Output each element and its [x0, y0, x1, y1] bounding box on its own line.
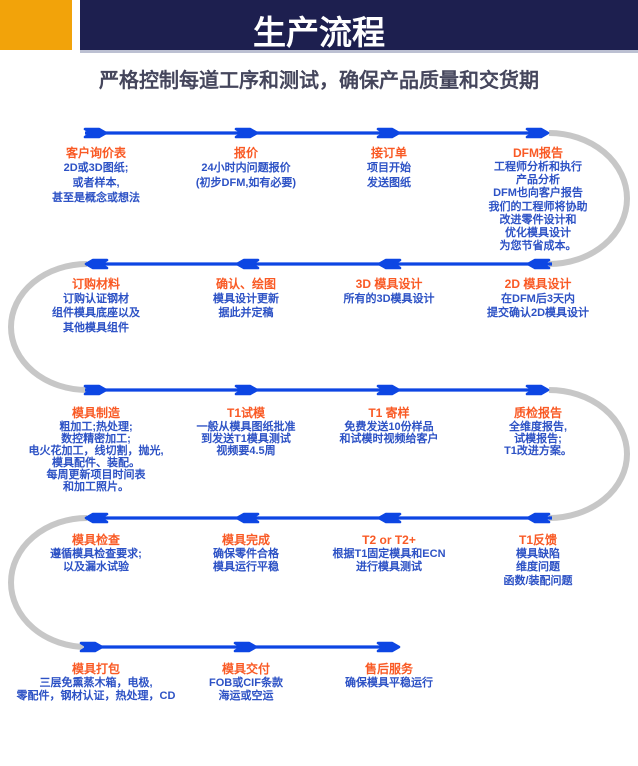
arrow-right-icon	[376, 127, 401, 139]
arrow-left-icon	[526, 258, 551, 270]
step-title: 模具完成	[221, 533, 270, 547]
arrow-left-icon	[235, 258, 260, 270]
arrow-left-icon	[377, 512, 402, 524]
step-title: 3D 模具设计	[355, 277, 423, 291]
step-desc: 订购认证钢材 组件模具底座以及 其他模具组件	[52, 293, 140, 334]
step-title: 接订单	[370, 146, 407, 160]
step-desc: 2D或3D图纸; 或者样本, 甚至是概念或想法	[52, 162, 140, 204]
step-dfm-report: DFM报告 工程师分析和执行 产品分析 DFM也向客户报告 我们的工程师将协助 …	[428, 146, 638, 253]
page-title: 生产流程	[253, 14, 385, 51]
step-desc: 24小时内问题报价 (初步DFM,如有必要)	[195, 162, 297, 189]
step-t2-test: T2 or T2+ 根据T1固定模具和ECN 进行模具测试	[279, 533, 499, 575]
header-accent-block	[0, 0, 72, 50]
step-t1-trial: T1试模 一般从模具图纸批准 到发送T1模具测试 视频要4.5周	[136, 406, 356, 457]
step-quotation: 报价 24小时内问题报价 (初步DFM,如有必要)	[136, 146, 356, 191]
arrow-right-icon	[79, 641, 104, 653]
step-title: 确认、绘图	[215, 277, 276, 291]
flow-arrows	[79, 127, 551, 653]
step-desc: 三层免熏蒸木箱，电极, 零配件，钢材认证，热处理，CD	[16, 677, 176, 702]
step-confirm-drawing: 确认、绘图 模具设计更新 据此并定稿	[136, 277, 356, 321]
step-order: 接订单 项目开始 发送图纸	[279, 146, 499, 191]
step-3d-mold-design: 3D 模具设计 所有的3D模具设计	[279, 277, 499, 306]
header-bar	[80, 0, 638, 53]
arrow-right-icon	[525, 384, 550, 396]
step-desc: 所有的3D模具设计	[343, 293, 435, 305]
step-desc: 确保模具平稳运行	[345, 677, 433, 689]
step-desc: 一般从模具图纸批准 到发送T1模具测试 视频要4.5周	[196, 421, 296, 458]
step-title: T1反馈	[518, 533, 557, 547]
arrow-left-icon	[84, 512, 109, 524]
step-desc: FOB或CIF条款 海运或空运	[209, 677, 283, 702]
arrow-left-icon	[235, 512, 260, 524]
flow-curves	[8, 130, 630, 650]
arrow-right-icon	[376, 384, 401, 396]
step-title: T2 or T2+	[362, 533, 416, 547]
arrow-left-icon	[526, 512, 551, 524]
step-mold-packing: 模具打包 三层免熏蒸木箱，电极, 零配件，钢材认证，热处理，CD	[0, 662, 206, 703]
arrow-right-icon	[376, 641, 401, 653]
step-desc: 项目开始 发送图纸	[367, 162, 411, 189]
step-t1-samples: T1 寄样 免费发送10份样品 和试模时视频给客户	[279, 406, 499, 445]
arrow-right-icon	[83, 127, 108, 139]
arrow-right-icon	[234, 127, 259, 139]
arrow-left-icon	[84, 258, 109, 270]
step-title: 2D 模具设计	[504, 277, 572, 291]
flow-curve-right-2	[548, 387, 630, 521]
step-mold-finish: 模具完成 确保零件合格 模具运行平稳	[136, 533, 356, 575]
step-title: 模具交付	[221, 662, 270, 676]
step-2d-mold-design: 2D 模具设计 在DFM后3天内 提交确认2D模具设计	[428, 277, 638, 321]
step-desc: 免费发送10份样品 和试模时视频给客户	[339, 421, 439, 446]
step-after-sales: 售后服务 确保模具平稳运行	[279, 662, 499, 690]
step-order-material: 订购材料 订购认证钢材 组件模具底座以及 其他模具组件	[0, 277, 206, 335]
step-quality-report: 质检报告 全维度报告, 试模报告; T1改进方案。	[428, 406, 638, 457]
step-mold-making: 模具制造 粗加工;热处理; 数控精密加工; 电火花加工，线切割，抛光, 模具配件…	[0, 406, 206, 494]
step-title: 质检报告	[513, 406, 562, 420]
step-title: T1 寄样	[368, 406, 410, 420]
step-customer-inquiry: 客户询价表 2D或3D图纸; 或者样本, 甚至是概念或想法	[0, 146, 206, 206]
arrow-right-icon	[83, 384, 108, 396]
step-mold-inspection: 模具检查 遵循模具检查要求; 以及漏水试验	[0, 533, 206, 575]
step-title: 模具制造	[71, 406, 120, 420]
arrow-right-icon	[233, 641, 258, 653]
page-subtitle: 严格控制每道工序和测试，确保产品质量和交货期	[99, 70, 539, 92]
step-desc: 在DFM后3天内 提交确认2D模具设计	[486, 293, 590, 320]
step-title: DFM报告	[513, 146, 563, 160]
step-desc: 遵循模具检查要求; 以及漏水试验	[50, 548, 142, 574]
flow-curve-right-1	[548, 130, 630, 267]
flow-curve-left-1	[8, 261, 88, 393]
step-desc: 根据T1固定模具和ECN 进行模具测试	[332, 548, 446, 574]
step-title: 订购材料	[71, 277, 120, 291]
step-desc: 模具缺陷 维度问题 函数/装配问题	[503, 548, 573, 587]
step-title: 模具打包	[71, 662, 120, 676]
step-mold-delivery: 模具交付 FOB或CIF条款 海运或空运	[136, 662, 356, 703]
step-desc: 模具设计更新 据此并定稿	[213, 293, 279, 320]
step-desc: 粗加工;热处理; 数控精密加工; 电火花加工，线切割，抛光, 模具配件、装配。 …	[28, 421, 164, 494]
flow-curve-left-2	[8, 515, 88, 650]
step-t1-feedback: T1反馈 模具缺陷 维度问题 函数/装配问题	[428, 533, 638, 588]
step-desc: 全维度报告, 试模报告; T1改进方案。	[504, 421, 572, 458]
step-desc: 工程师分析和执行 产品分析 DFM也向客户报告 我们的工程师将协助 改进零件设计…	[488, 161, 588, 253]
step-title: 报价	[233, 146, 258, 160]
step-desc: 确保零件合格 模具运行平稳	[213, 548, 279, 574]
arrow-right-icon	[234, 384, 259, 396]
arrow-right-icon	[525, 127, 550, 139]
step-title: 售后服务	[364, 662, 413, 676]
step-title: T1试模	[226, 406, 265, 420]
step-title: 客户询价表	[65, 146, 126, 160]
arrow-left-icon	[377, 258, 402, 270]
step-title: 模具检查	[71, 533, 120, 547]
